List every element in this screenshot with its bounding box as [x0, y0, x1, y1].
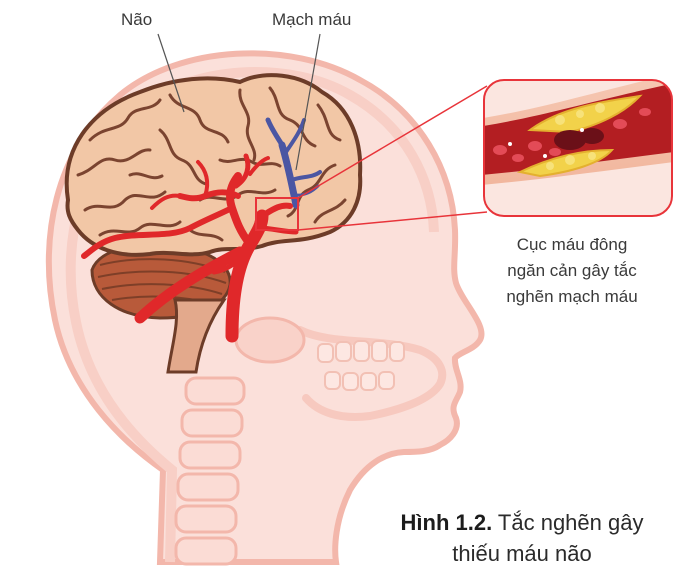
- caption-title-part2: thiếu máu não: [372, 538, 672, 569]
- clot-description-line: ngăn cản gây tắc: [472, 258, 672, 284]
- figure-caption: Hình 1.2. Tắc nghẽn gây thiếu máu não: [372, 507, 672, 569]
- clot-description: Cục máu đông ngăn cản gây tắc nghẽn mạch…: [472, 232, 672, 310]
- figure-number: Hình 1.2.: [401, 510, 493, 535]
- blood-clot-callout: [470, 70, 682, 216]
- brain-label: Não: [121, 8, 152, 32]
- clot-description-line: Cục máu đông: [472, 232, 672, 258]
- caption-title-part1: Tắc nghẽn gây: [498, 510, 644, 535]
- caption-line-1: Hình 1.2. Tắc nghẽn gây: [372, 507, 672, 538]
- blood-vessel-label: Mạch máu: [272, 8, 351, 32]
- clot-description-line: nghẽn mạch máu: [472, 284, 672, 310]
